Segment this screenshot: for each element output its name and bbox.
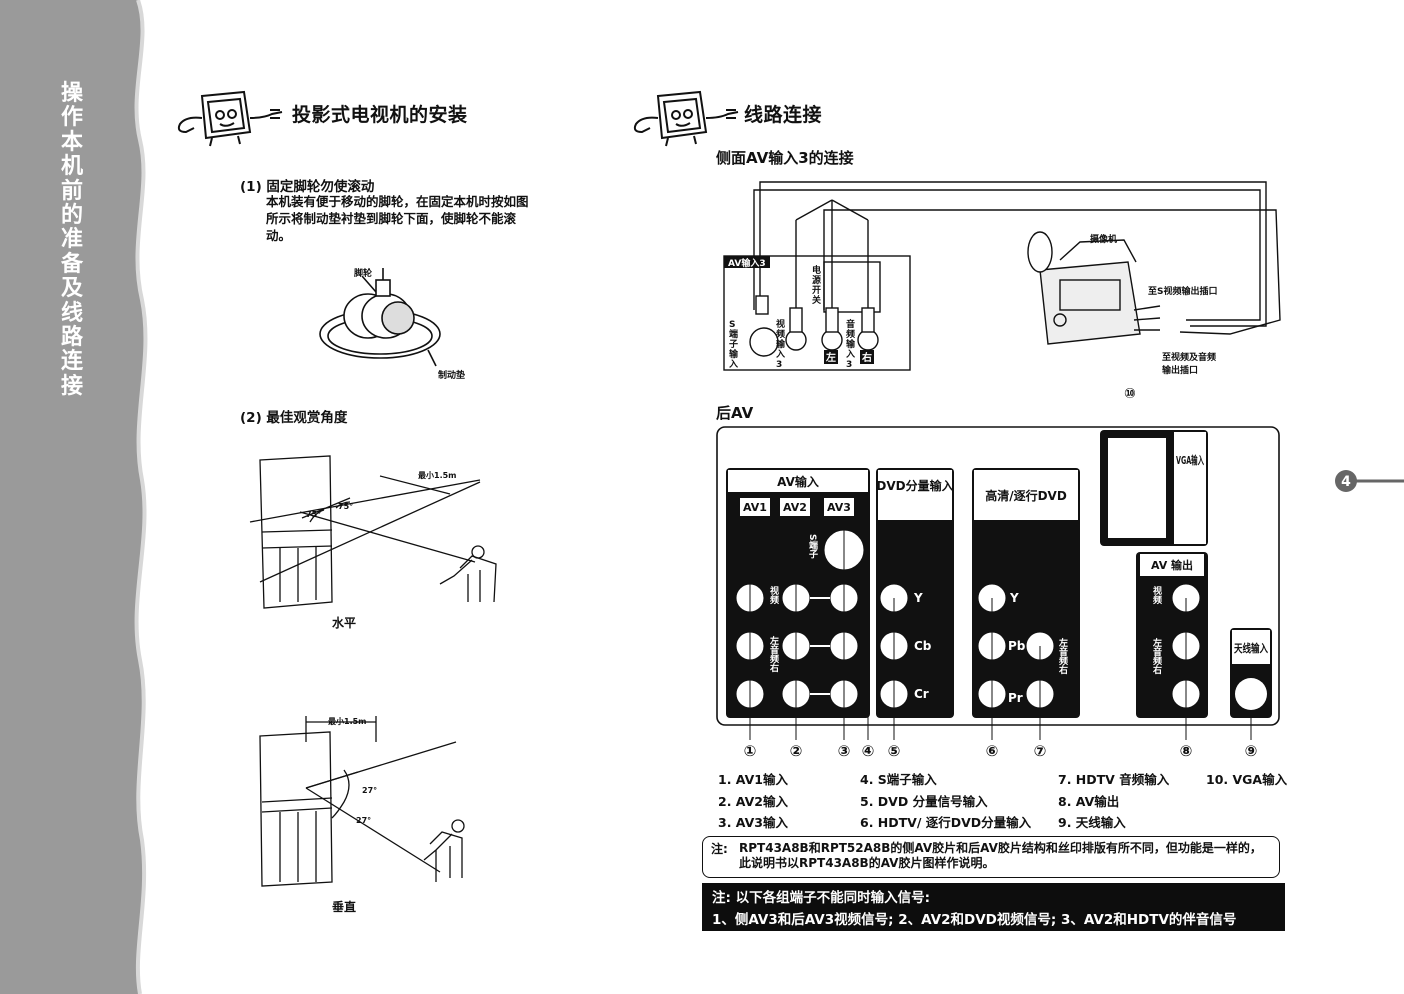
label-hd-title: 高清/逐行DVD [985, 488, 1067, 503]
mascot-icon [177, 90, 283, 147]
warning-title: 注: 以下各组端子不能同时输入信号: [712, 890, 930, 906]
callout-1: ① [744, 742, 757, 760]
label-pad: 制动垫 [438, 371, 466, 381]
callout-7: ⑦ [1034, 742, 1047, 760]
note-text: RPT43A8B和RPT52A8B的侧AV胶片和后AV胶片结构和丝印排版有所不同… [739, 841, 1262, 870]
horizontal-angle-diagram [249, 455, 497, 609]
label-av-audio: 左音频右 [768, 635, 780, 673]
label-min-h: 最小1.5m [418, 471, 457, 480]
right-heading: 线路连接 [744, 104, 823, 126]
angle-v1: 27° [362, 786, 378, 795]
label-hd-pr: Pr [1008, 691, 1023, 705]
callout-4: ④ [862, 742, 875, 760]
label-av-input: AV输入 [777, 474, 819, 489]
side-av-diagram: AV输入3 左 右 [723, 181, 1281, 371]
page-number-tab: 4 [1335, 470, 1404, 492]
label-to-av-out-1: 至视频及音频 [1162, 353, 1217, 363]
side-label-power: 电源开关 [812, 266, 822, 306]
rear-av-title: 后AV [716, 404, 754, 422]
label-dvd-title: DVD分量输入 [876, 478, 953, 493]
legend-5: 5. DVD 分量信号输入 [860, 794, 988, 809]
label-dvd-y: Y [913, 591, 923, 605]
label-vga: VGA输入 [1176, 453, 1204, 467]
note-label: 注: [711, 842, 728, 856]
callout-5: ⑤ [888, 742, 901, 760]
label-hd-pb: Pb [1008, 639, 1026, 653]
sidebar-wave [0, 0, 148, 994]
label-out-video: 视频 [1151, 585, 1162, 605]
rear-av-panel: AV输入 AV1 AV2 AV3 DVD分量输入 高清/逐行DVD VGA输入 … [716, 426, 1280, 760]
caption-vertical: 垂直 [332, 900, 357, 914]
label-av-video: 视频 [768, 585, 779, 605]
legend-8: 8. AV输出 [1058, 794, 1120, 809]
caption-horizontal: 水平 [332, 616, 357, 630]
side-label-video-in: 视频输入3 [776, 320, 786, 370]
label-out-audio: 左音频右 [1151, 637, 1163, 675]
item1-body: 本机装有便于移动的脚轮，在固定本机时按如图所示将制动垫衬垫到脚轮下面，使脚轮不能… [266, 194, 529, 243]
label-dvd-cr: Cr [914, 687, 929, 701]
label-camcorder: 摄像机 [1090, 235, 1118, 245]
legend-1: 1. AV1输入 [718, 772, 788, 787]
legend-2: 2. AV2输入 [718, 794, 788, 809]
item1-title: (1) 固定脚轮勿使滚动 [240, 179, 375, 195]
label-dvd-cb: Cb [914, 639, 932, 653]
label-av3: AV3 [827, 501, 851, 514]
warning-text: 1、侧AV3和后AV3视频信号; 2、AV2和DVD视频信号; 3、AV2和HD… [712, 912, 1237, 928]
callout-3: ③ [838, 742, 851, 760]
vertical-angle-diagram [259, 716, 465, 887]
side-av-title: 侧面AV输入3的连接 [716, 149, 854, 167]
label-to-av-out-2: 输出插口 [1162, 366, 1199, 376]
callout-8: ⑧ [1180, 742, 1193, 760]
legend-4: 4. S端子输入 [860, 772, 937, 787]
side-label-audio-in: 音频输入3 [846, 320, 856, 370]
callout-9: ⑨ [1245, 742, 1258, 760]
caster-diagram [319, 268, 441, 367]
label-av-out: AV 输出 [1151, 558, 1193, 572]
left-heading: 投影式电视机的安装 [292, 104, 468, 126]
label-av1: AV1 [743, 501, 767, 514]
legend-3: 3. AV3输入 [718, 815, 788, 830]
label-av2: AV2 [783, 501, 807, 514]
side-label-left: 左 [825, 351, 836, 364]
angle-h1: 75° [306, 510, 322, 519]
label-min-v: 最小1.5m [328, 717, 367, 726]
label-hd-audio: 左音频右 [1057, 637, 1069, 675]
sidebar-title: 操作本机前的准备及线路连接 [60, 81, 83, 399]
label-to-s-out: 至S视频输出插口 [1148, 287, 1218, 297]
label-s-terminal: S端子 [807, 534, 818, 559]
side-label-right: 右 [861, 351, 872, 364]
item2-title: (2) 最佳观赏角度 [240, 410, 348, 426]
legend-6: 6. HDTV/ 逐行DVD分量输入 [860, 815, 1032, 830]
note-box: 注: RPT43A8B和RPT52A8B的侧AV胶片和后AV胶片结构和丝印排版有… [702, 836, 1280, 878]
label-caster: 脚轮 [354, 269, 373, 279]
side-label-s-in: S端子输入 [729, 320, 739, 370]
legend-9: 9. 天线输入 [1058, 815, 1126, 830]
label-antenna: 天线输入 [1234, 641, 1268, 655]
page-number: 4 [1341, 474, 1351, 490]
mascot-icon-right [633, 90, 739, 147]
angle-v2: 27° [356, 816, 372, 825]
side-panel-label: AV输入3 [728, 257, 766, 269]
sidebar: 操作本机前的准备及线路连接 [0, 0, 160, 994]
warning-box: 注: 以下各组端子不能同时输入信号: 1、侧AV3和后AV3视频信号; 2、AV… [702, 883, 1285, 931]
callout-10: ⑩ [1124, 386, 1136, 402]
legend-7: 7. HDTV 音频输入 [1058, 772, 1170, 787]
angle-h2: 75° [338, 502, 354, 511]
label-hd-y: Y [1009, 591, 1019, 605]
callout-2: ② [790, 742, 803, 760]
legend-10: 10. VGA输入 [1206, 772, 1288, 787]
callout-6: ⑥ [986, 742, 999, 760]
